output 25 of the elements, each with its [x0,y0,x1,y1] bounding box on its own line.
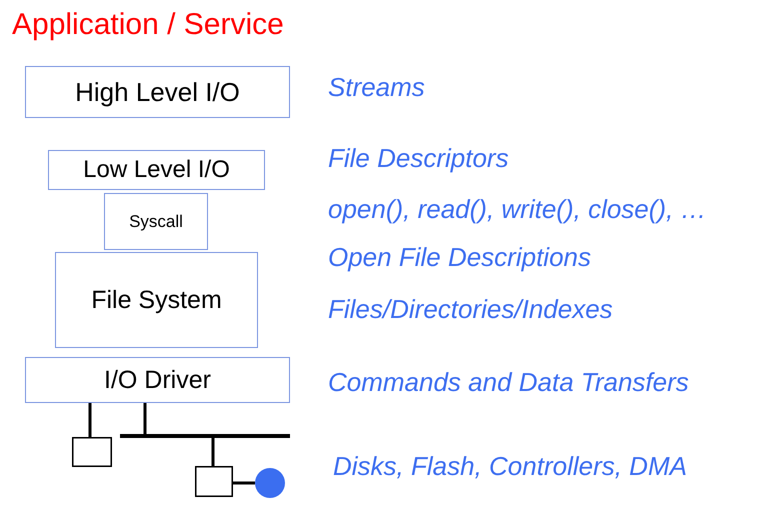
layer-description: Open File Descriptions [328,242,591,273]
layer-description: Streams [328,72,425,103]
connector-line [233,482,255,484]
layer-description: open(), read(), write(), close(), … [328,194,707,225]
layer-description: Commands and Data Transfers [328,367,689,398]
layer-label: Low Level I/O [83,156,230,184]
device-circle [255,468,285,498]
layer-label: High Level I/O [75,76,240,108]
layer-box [25,66,290,118]
layer-description: Files/Directories/Indexes [328,294,613,325]
connector-line [88,403,92,437]
layer-label: I/O Driver [104,366,211,394]
connector-line [144,403,146,434]
connector-line [212,438,214,466]
layer-label: Syscall [129,212,183,232]
device-box [72,437,112,467]
layer-label: File System [91,286,222,314]
layer-description: File Descriptors [328,143,509,174]
layer-box [104,193,208,250]
layer-description: Disks, Flash, Controllers, DMA [333,451,687,482]
layer-box [55,252,258,348]
device-box [195,466,233,497]
layer-box [48,150,265,190]
title: Application / Service [12,8,284,42]
layer-box [25,357,290,403]
